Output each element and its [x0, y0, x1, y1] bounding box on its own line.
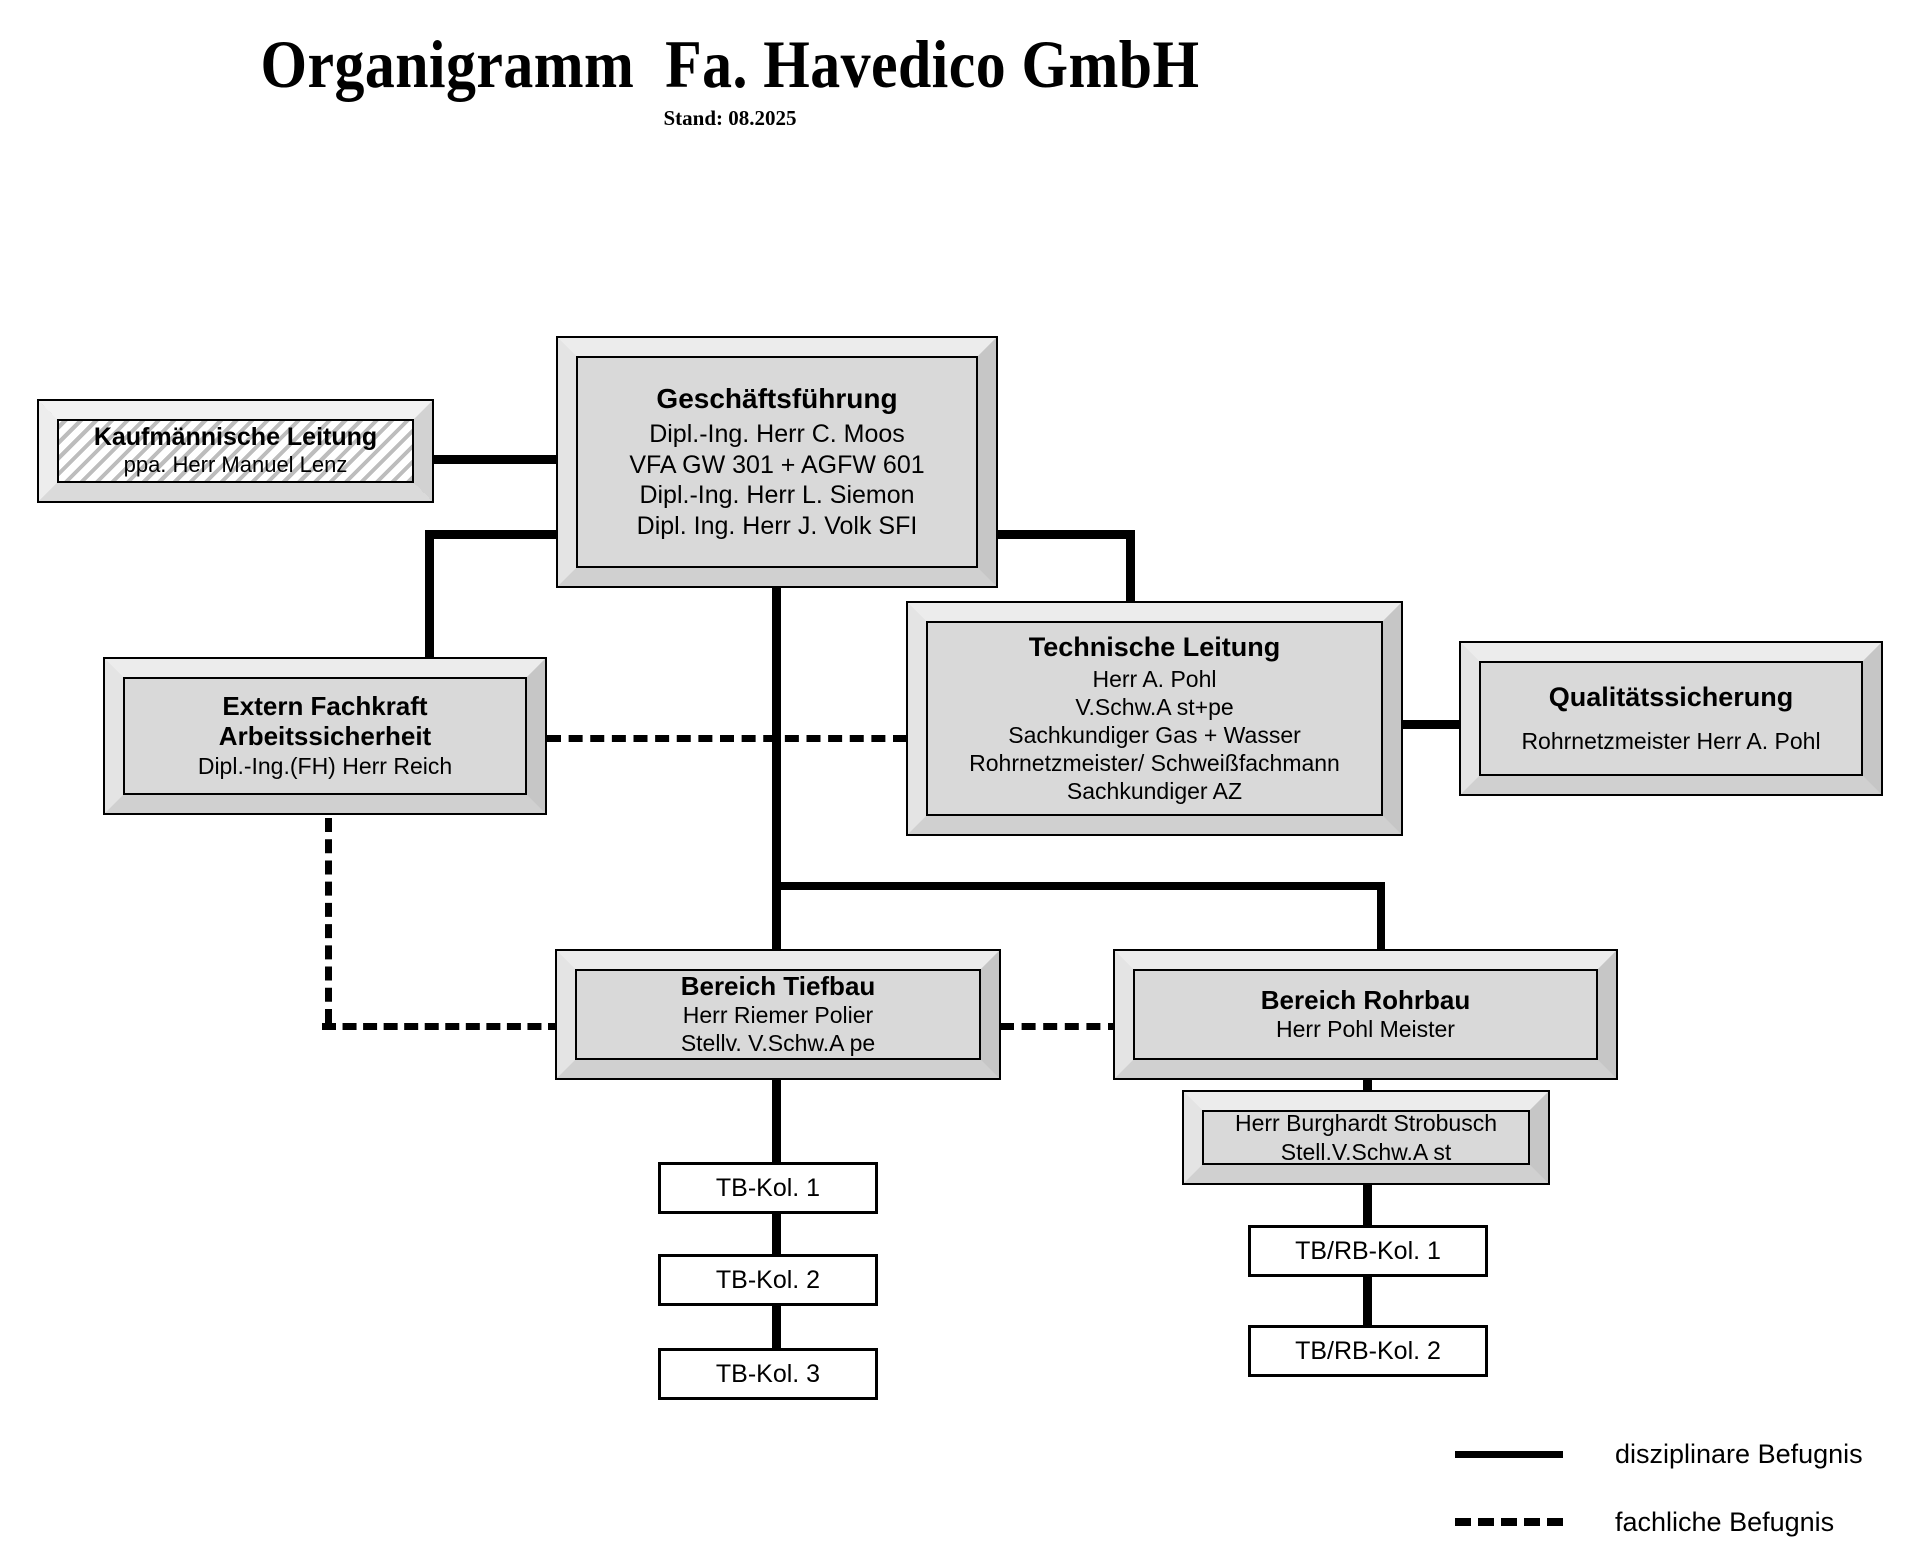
- node-title: Bereich Tiefbau: [680, 970, 876, 1001]
- node-line: Sachkundiger Gas + Wasser: [1008, 722, 1301, 748]
- page-subtitle: Stand: 08.2025: [663, 106, 797, 130]
- node-tb-kol-1[interactable]: TB-Kol. 1: [658, 1162, 878, 1214]
- node-bereich-rohrbau[interactable]: Bereich Rohrbau Herr Pohl Meister: [1113, 949, 1618, 1080]
- node-line: VFA GW 301 + AGFW 601: [629, 450, 925, 479]
- legend-row-fachliche: fachliche Befugnis: [1455, 1488, 1895, 1552]
- legend-label: disziplinare Befugnis: [1615, 1438, 1863, 1469]
- node-geschaeftsfuehrung[interactable]: Geschäftsführung Dipl.-Ing. Herr C. Moos…: [556, 336, 998, 588]
- node-content: Kaufmännische Leitung ppa. Herr Manuel L…: [57, 419, 414, 483]
- node-bereich-tiefbau[interactable]: Bereich Tiefbau Herr Riemer Polier Stell…: [555, 949, 1001, 1080]
- connector-extern-to-tiefbau-dashed: [322, 1023, 562, 1030]
- connector-tiefbau-to-rohrbau-dashed: [1000, 1023, 1122, 1030]
- node-title-line1: Extern Fachkraft: [222, 691, 428, 722]
- node-line: Sachkundiger AZ: [1066, 778, 1243, 805]
- connector-gf-to-tl-vertical: [1126, 530, 1135, 605]
- node-label: TB-Kol. 3: [715, 1359, 821, 1388]
- node-line: Stell.V.Schw.A st: [1280, 1138, 1452, 1165]
- node-line: Herr Burghardt Strobusch: [1234, 1110, 1498, 1137]
- connector-tbkol1-to-tbkol2: [772, 1212, 781, 1264]
- node-line: ppa. Herr Manuel Lenz: [123, 451, 348, 477]
- legend-row-disziplinare: disziplinare Befugnis: [1455, 1420, 1895, 1488]
- node-tb-kol-3[interactable]: TB-Kol. 3: [658, 1348, 878, 1400]
- legend-swatch-solid-icon: [1455, 1450, 1573, 1458]
- node-content: Herr Burghardt Strobusch Stell.V.Schw.A …: [1202, 1110, 1530, 1165]
- node-title: Bereich Rohrbau: [1260, 984, 1471, 1015]
- node-title: Qualitätssicherung: [1548, 681, 1794, 712]
- node-line: Stellv. V.Schw.A pe: [680, 1030, 876, 1057]
- connector-gf-to-extern-vertical: [425, 530, 434, 660]
- node-line: Dipl.-Ing. Herr C. Moos: [649, 420, 905, 449]
- node-strobusch[interactable]: Herr Burghardt Strobusch Stell.V.Schw.A …: [1182, 1090, 1550, 1185]
- connector-gf-trunk-vertical: [772, 588, 781, 976]
- node-label: TB-Kol. 2: [715, 1265, 821, 1294]
- node-title: Kaufmännische Leitung: [93, 423, 378, 452]
- node-content: Bereich Tiefbau Herr Riemer Polier Stell…: [575, 969, 981, 1060]
- node-content: Bereich Rohrbau Herr Pohl Meister: [1133, 969, 1598, 1060]
- legend-swatch-dashed-icon: [1455, 1518, 1573, 1526]
- legend-label: fachliche Befugnis: [1615, 1506, 1835, 1537]
- connector-tbrbkol1-to-tbrbkol2: [1363, 1275, 1372, 1331]
- node-tb-kol-2[interactable]: TB-Kol. 2: [658, 1254, 878, 1306]
- node-tbrb-kol-2[interactable]: TB/RB-Kol. 2: [1248, 1325, 1488, 1377]
- node-line: Dipl.-Ing.(FH) Herr Reich: [197, 752, 453, 779]
- connector-tbkol2-to-tbkol3: [772, 1305, 781, 1358]
- connector-rohrbau-to-strobusch: [1363, 1070, 1372, 1095]
- node-label: TB/RB-Kol. 2: [1295, 1336, 1441, 1365]
- connector-extern-to-tl-dashed: [547, 735, 907, 742]
- connector-kaufm-to-gf: [430, 455, 560, 464]
- node-line: Rohrnetzmeister Herr A. Pohl: [1521, 728, 1821, 754]
- node-extern-fachkraft-arbeitssicherheit[interactable]: Extern Fachkraft Arbeitssicherheit Dipl.…: [103, 657, 547, 815]
- node-label: TB-Kol. 1: [715, 1173, 821, 1202]
- legend: disziplinare Befugnis fachliche Befugnis: [1455, 1420, 1895, 1552]
- node-qualitaetssicherung[interactable]: Qualitätssicherung Rohrnetzmeister Herr …: [1459, 641, 1883, 796]
- node-line: Rohrnetzmeister/ Schweißfachmann: [969, 750, 1340, 777]
- connector-branch-to-rohrbau-vertical: [1377, 882, 1385, 978]
- node-line: Herr A. Pohl: [1092, 665, 1217, 692]
- node-label: TB/RB-Kol. 1: [1295, 1236, 1441, 1265]
- page-title: Organigramm Fa. Havedico GmbH: [260, 26, 1200, 102]
- connector-tl-to-qs-dashed: [1398, 720, 1462, 727]
- title-block: Organigramm Fa. Havedico GmbH Stand: 08.…: [0, 30, 1460, 131]
- node-line: Herr Riemer Polier: [682, 1002, 874, 1029]
- node-title: Geschäftsführung: [656, 382, 898, 414]
- node-line: V.Schw.A st+pe: [1075, 693, 1234, 720]
- connector-strobusch-to-tbrbkol1: [1363, 1172, 1372, 1229]
- node-line: Dipl.-Ing. Herr L. Siemon: [639, 481, 915, 510]
- connector-gf-to-extern-horizontal: [425, 530, 565, 539]
- connector-extern-down-dashed: [325, 818, 332, 1023]
- node-title-line2: Arbeitssicherheit: [218, 720, 432, 751]
- node-technische-leitung[interactable]: Technische Leitung Herr A. Pohl V.Schw.A…: [906, 601, 1403, 836]
- node-tbrb-kol-1[interactable]: TB/RB-Kol. 1: [1248, 1225, 1488, 1277]
- node-kaufmaennische-leitung[interactable]: Kaufmännische Leitung ppa. Herr Manuel L…: [37, 399, 434, 503]
- node-content: Geschäftsführung Dipl.-Ing. Herr C. Moos…: [576, 356, 978, 568]
- node-line: Dipl. Ing. Herr J. Volk SFI: [636, 511, 918, 540]
- node-content: Technische Leitung Herr A. Pohl V.Schw.A…: [926, 621, 1383, 816]
- connector-tiefbau-to-tbkol1: [772, 1070, 781, 1166]
- node-content: Extern Fachkraft Arbeitssicherheit Dipl.…: [123, 677, 527, 795]
- node-title: Technische Leitung: [1028, 631, 1281, 662]
- node-line: Herr Pohl Meister: [1276, 1016, 1455, 1043]
- connector-branch-horizontal: [772, 882, 1385, 890]
- node-content: Qualitätssicherung Rohrnetzmeister Herr …: [1479, 661, 1863, 776]
- connector-gf-to-tl-horizontal: [985, 530, 1135, 539]
